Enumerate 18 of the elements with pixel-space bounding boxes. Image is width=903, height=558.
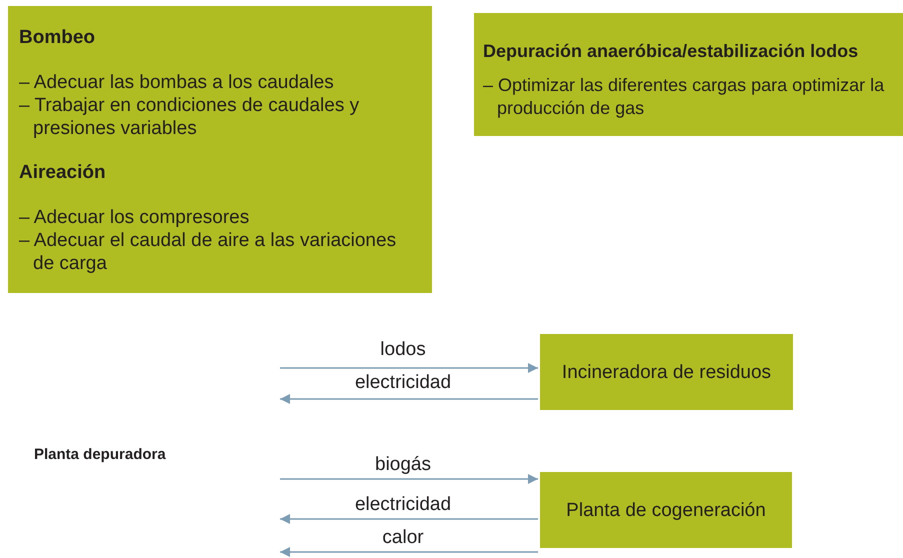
bullet-item: – Adecuar los compresores (19, 206, 250, 229)
arrow (280, 547, 538, 557)
plant-label: Planta depuradora (34, 446, 166, 463)
text-panel (474, 13, 903, 136)
section-heading: Depuración anaeróbica/estabilización lodos (483, 40, 860, 63)
text-panel (8, 6, 432, 293)
bullet-item: – Adecuar las bombas a los caudales (19, 71, 335, 94)
bullet-item: – Optimizar las diferentes cargas para optimizar la producción de gas (483, 74, 886, 120)
arrow (280, 514, 538, 524)
arrow (280, 394, 538, 404)
section-heading: Bombeo (19, 26, 96, 49)
process-box: Incineradora de residuos (540, 334, 793, 410)
bullet-item: – Adecuar el caudal de aire a las variaciones de carga (19, 229, 398, 275)
arrow (280, 363, 538, 373)
bullet-item: – Trabajar en condiciones de caudales y presiones variables (19, 94, 360, 140)
section-heading: Aireación (19, 161, 107, 184)
process-box: Planta de cogeneración (540, 472, 792, 548)
arrow (280, 474, 538, 484)
